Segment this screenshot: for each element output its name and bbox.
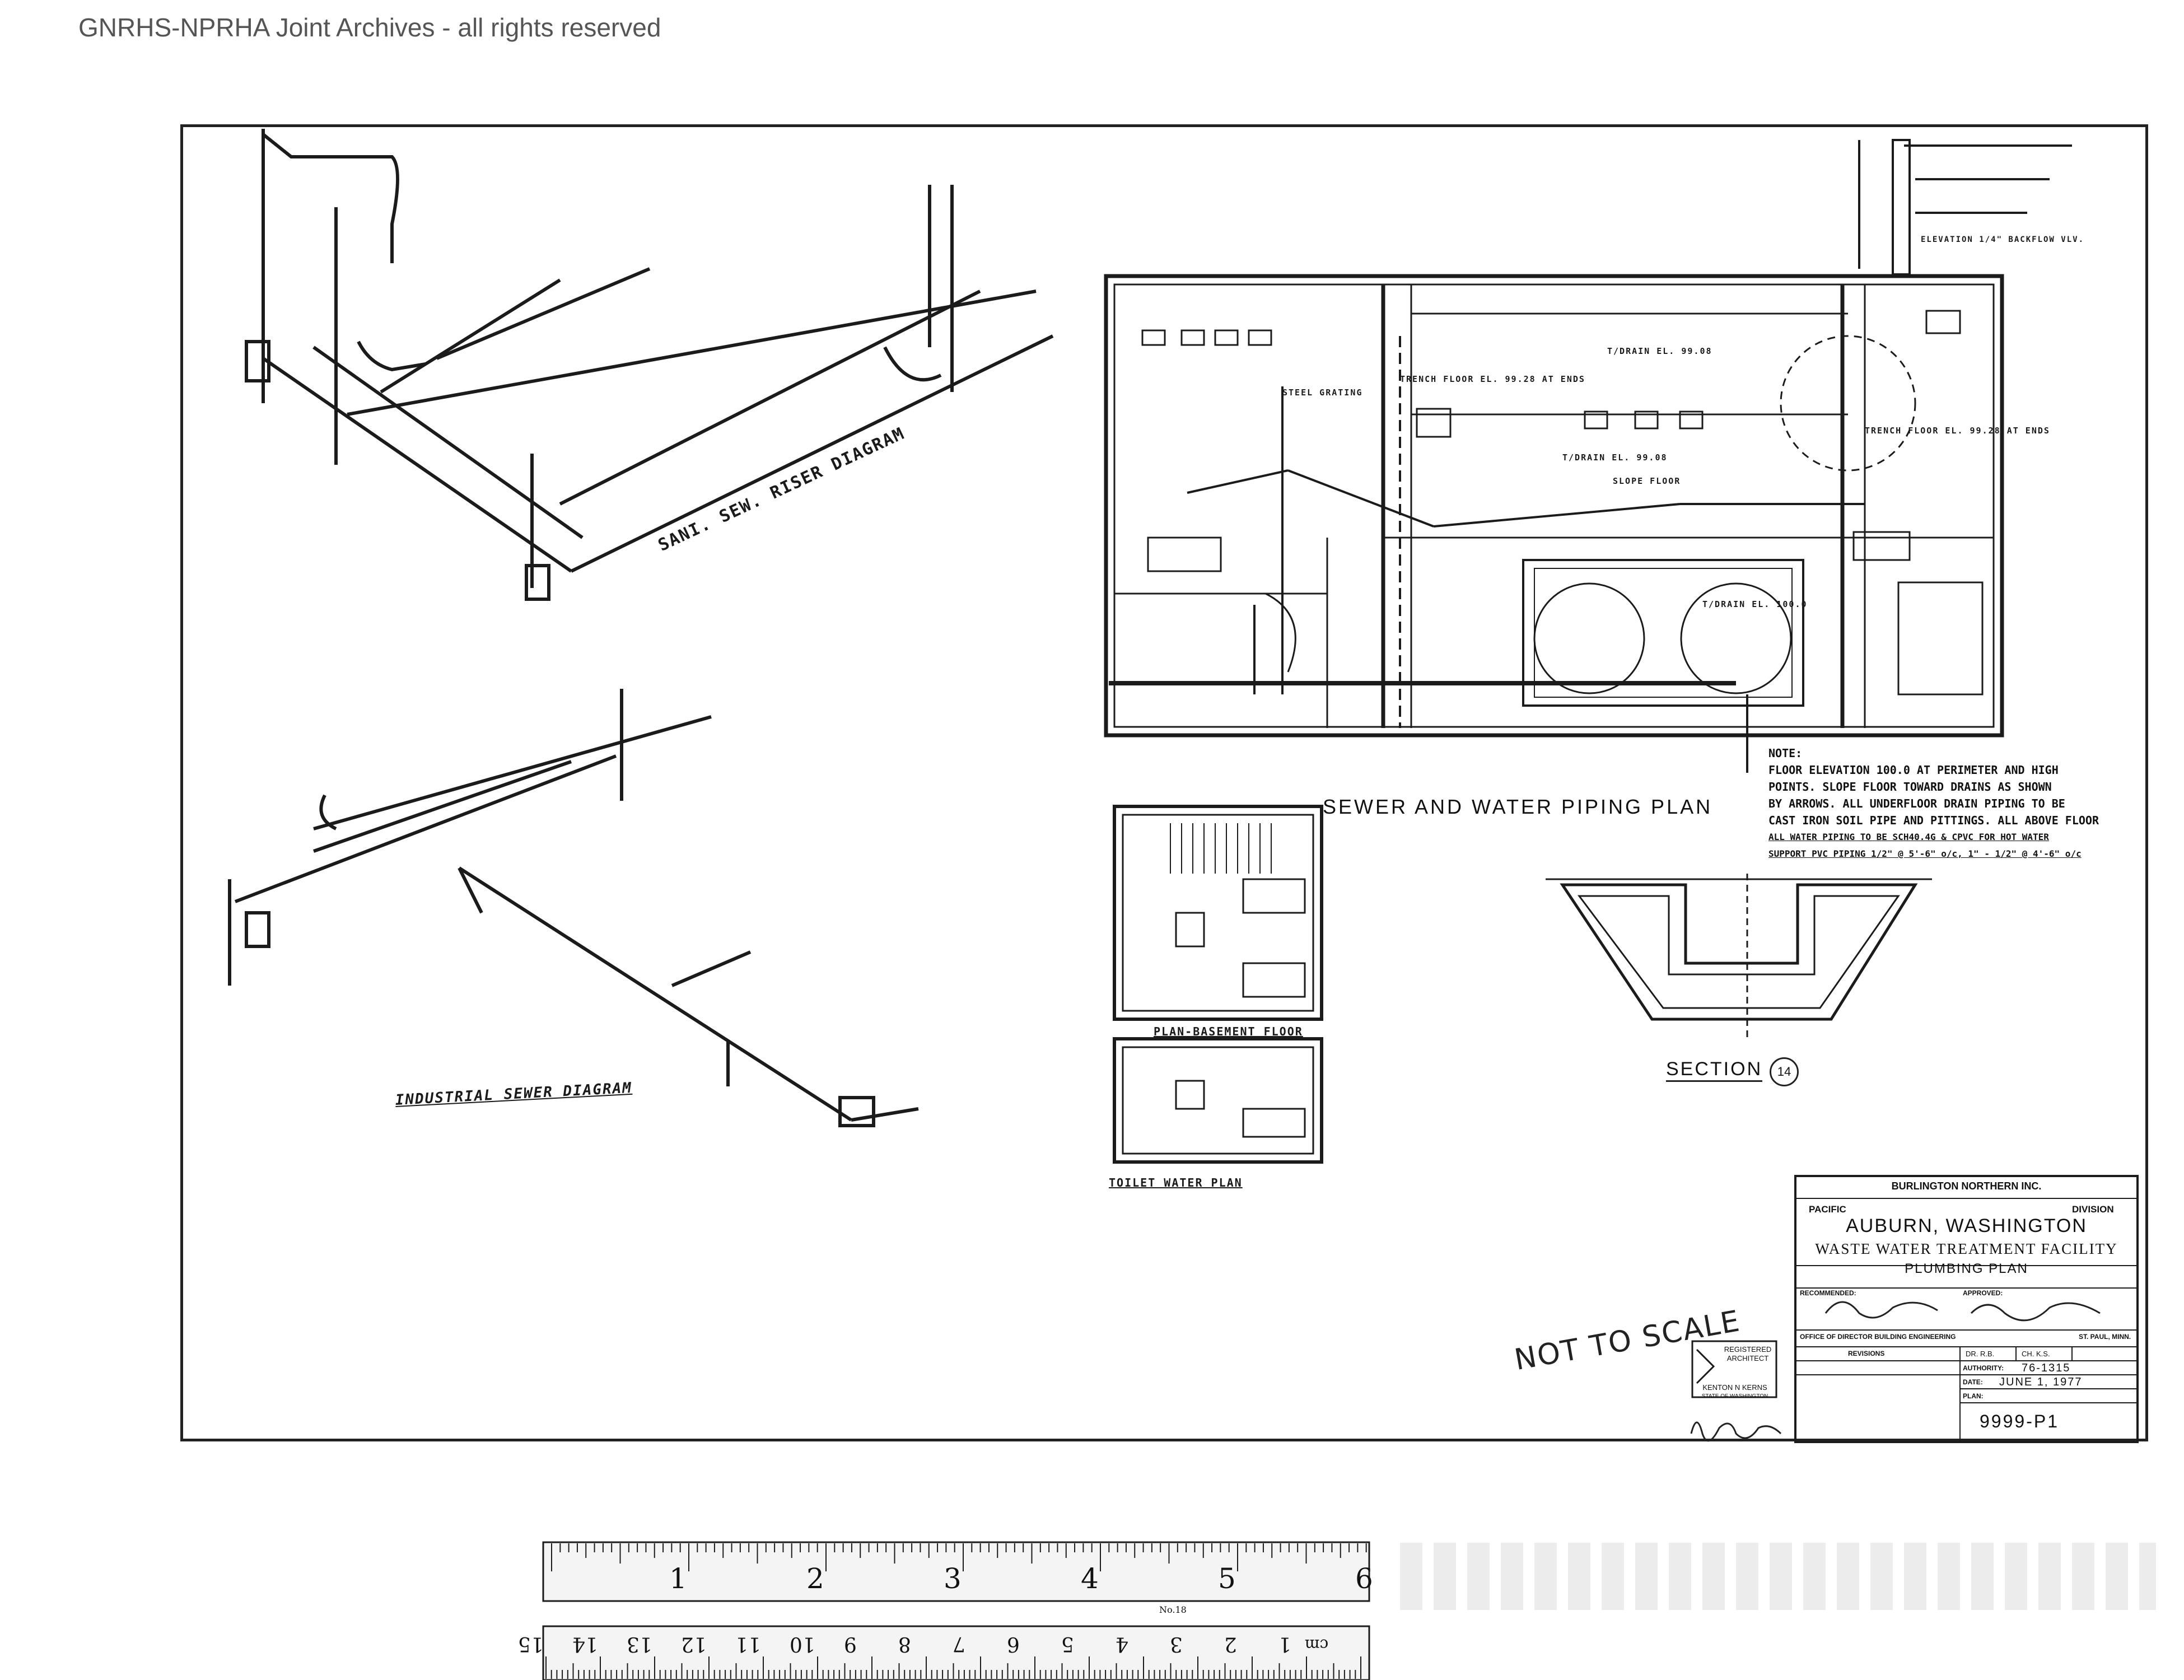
drain-label-3: T/DRAIN EL. 100.0 [1702, 599, 1808, 609]
slope-floor-label: SLOPE FLOOR [1613, 476, 1681, 486]
ruler-inch-number: 2 [806, 1562, 824, 1595]
plan-notes: NOTE: FLOOR ELEVATION 100.0 AT PERIMETER… [1768, 745, 2099, 862]
basement-plan [1113, 805, 1323, 1021]
sanitary-riser-diagram [245, 129, 1054, 601]
building-plan [1104, 274, 2004, 773]
ruler-cm-number: 2 [1224, 1632, 1237, 1655]
toilet-water-plan-title: TOILET WATER PLAN [1109, 1176, 1243, 1189]
drawn-by: DR. R.B. [1966, 1350, 1994, 1358]
ruler-cm-number: 8 [898, 1632, 911, 1655]
checked-value: K.S. [2036, 1350, 2050, 1358]
ruler-cm-number: 13 [627, 1632, 652, 1655]
plan-number: 9999-P1 [1980, 1411, 2059, 1431]
drawn-value: R.B. [1980, 1350, 1995, 1358]
ruler-part-number: No.18 [1159, 1604, 1187, 1615]
date-value: JUNE 1, 1977 [1999, 1376, 2083, 1388]
ruler-cm-number: 14 [572, 1632, 598, 1655]
trench-floor-label-1: TRENCH FLOOR EL. 99.28 AT ENDS [1400, 374, 1585, 384]
note-heading: NOTE: [1768, 746, 1803, 760]
title-block-frame [1794, 1175, 2139, 1443]
note-line: ALL WATER PIPING TO BE SCH40.4G & CPVC F… [1768, 832, 2049, 842]
checked-label: CH. [2022, 1350, 2034, 1358]
drain-label-1: T/DRAIN EL. 99.08 [1562, 452, 1668, 463]
ruler-inch-number: 6 [1355, 1562, 1373, 1595]
stamp-registered: REGISTERED [1724, 1345, 1772, 1354]
ruler-cm-number: 6 [1007, 1632, 1020, 1655]
ruler-cm-number: 10 [790, 1632, 815, 1655]
ruler-cm-number: 15 [518, 1632, 544, 1655]
architect-stamp: REGISTERED ARCHITECT [1724, 1345, 1772, 1363]
ruler-cm-number: 5 [1061, 1632, 1074, 1655]
note-line: SUPPORT PVC PIPING 1/2" @ 5'-6" o/c, 1" … [1768, 848, 2082, 859]
stamp-architect-name: KENTON N KERNS [1702, 1383, 1767, 1392]
approved-label: APPROVED: [1963, 1289, 2003, 1297]
stamp-state: STATE OF WASHINGTON [1701, 1393, 1768, 1399]
sheet-title: PLUMBING PLAN [1905, 1261, 2028, 1276]
ruler-cm-number: 9 [844, 1632, 857, 1655]
ruler-inch-number: 1 [669, 1562, 687, 1595]
steel-grating-label: STEEL GRATING [1282, 388, 1363, 398]
ruler-cm-unit: cm [1305, 1636, 1329, 1654]
date-label: DATE: [1963, 1378, 1983, 1386]
plan-label: PLAN: [1963, 1392, 1984, 1400]
ruler-cm-number: 3 [1170, 1632, 1183, 1655]
note-line: CAST IRON SOIL PIPE AND PITTINGS. ALL AB… [1768, 814, 2099, 827]
revisions-label: REVISIONS [1848, 1350, 1885, 1357]
ruler-inch-number: 4 [1081, 1562, 1099, 1595]
architect-stamp-frame [1691, 1340, 1777, 1398]
ruler-cm-number: 11 [735, 1632, 761, 1655]
division-value: PACIFIC [1809, 1204, 1846, 1215]
elevation-label: ELEVATION 1/4" BACKFLOW VLV. [1921, 235, 2085, 244]
stamp-architect: ARCHITECT [1726, 1354, 1769, 1362]
ruler-inch-number: 3 [944, 1562, 962, 1595]
division-label: DIVISION [2072, 1204, 2114, 1215]
archive-watermark: GNRHS-NPRHA Joint Archives - all rights … [78, 13, 661, 42]
basement-plan-title: PLAN-BASEMENT FLOOR [1154, 1025, 1303, 1038]
project-title: WASTE WATER TREATMENT FACILITY [1815, 1240, 2118, 1257]
location-title: AUBURN, WASHINGTON [1846, 1215, 2087, 1236]
faded-footer-text [1400, 1543, 2156, 1610]
note-line: BY ARROWS. ALL UNDERFLOOR DRAIN PIPING T… [1768, 797, 2065, 810]
section-marker: 14 [1770, 1057, 1799, 1086]
drawing-sheet [180, 124, 2148, 1441]
checked-by: CH. K.S. [2022, 1350, 2050, 1358]
recommended-label: RECOMMENDED: [1800, 1289, 1856, 1297]
ruler-cm-number: 7 [953, 1632, 965, 1655]
drain-label-2: T/DRAIN EL. 99.08 [1607, 346, 1712, 356]
city-label: ST. PAUL, MINN. [2079, 1333, 2131, 1341]
ruler-cm-number: 4 [1116, 1632, 1128, 1655]
office-label: OFFICE OF DIRECTOR BUILDING ENGINEERING [1800, 1333, 1956, 1341]
architect-name-block: KENTON N KERNS STATE OF WASHINGTON [1696, 1383, 1774, 1401]
toilet-water-plan [1113, 1037, 1323, 1164]
section-detail [1546, 874, 1932, 1042]
note-line: POINTS. SLOPE FLOOR TOWARD DRAINS AS SHO… [1768, 780, 2052, 794]
scale-ruler [542, 1541, 1370, 1680]
company-name: BURLINGTON NORTHERN INC. [1891, 1180, 2042, 1192]
trench-floor-label-2: TRENCH FLOOR EL. 99.28 AT ENDS [1865, 426, 2050, 436]
ruler-cm-number: 1 [1278, 1632, 1291, 1655]
note-line: FLOOR ELEVATION 100.0 AT PERIMETER AND H… [1768, 763, 2059, 777]
ruler-inch-scale: 1 2 3 4 5 6 [543, 1562, 1373, 1596]
piping-plan-title: SEWER AND WATER PIPING PLAN [1323, 795, 1713, 818]
ruler-inch-number: 5 [1218, 1562, 1236, 1595]
section-title: SECTION [1666, 1058, 1763, 1082]
ruler-ticks [545, 1543, 1367, 1679]
authority-label: AUTHORITY: [1963, 1364, 2004, 1372]
backflow-elevation-detail [1858, 139, 2072, 276]
drawn-label: DR. [1966, 1350, 1978, 1358]
ruler-cm-number: 12 [681, 1632, 707, 1655]
authority-value: 76-1315 [2022, 1362, 2071, 1374]
industrial-sewer-diagram [228, 689, 919, 1127]
